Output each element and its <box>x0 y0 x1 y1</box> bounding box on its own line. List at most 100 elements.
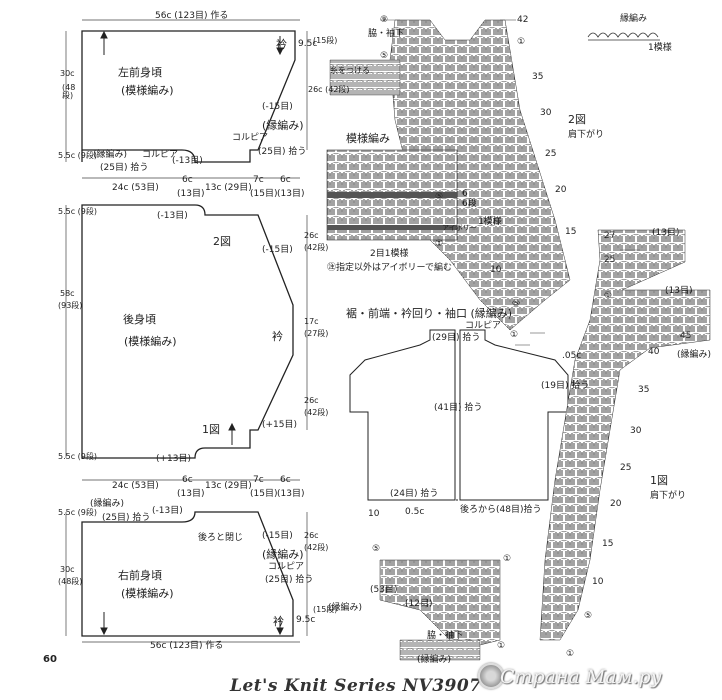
left-front-height-rows: (48段) <box>62 83 76 100</box>
left-front-outline <box>81 30 296 163</box>
rc-label-40: 40 <box>648 347 660 357</box>
width2-b2: (13目) <box>177 489 205 499</box>
back-arrow <box>228 422 236 445</box>
tr-fig2: 2図 <box>568 113 586 126</box>
width1-c: 13c (29目) <box>205 183 252 193</box>
width2-a: 24c (53目) <box>112 481 159 491</box>
right-front-bottom-width: 56c (123目) 作る <box>150 641 224 651</box>
rc-label-20: 20 <box>610 499 622 509</box>
bc-armhole: 脇・袖下 <box>427 631 464 641</box>
left-front-neck-rows: (15段) <box>313 36 338 45</box>
left-front-title: 左前身頃 <box>118 66 162 79</box>
rc-label-45: 45 <box>680 331 692 341</box>
tr-note: ㊟指定以外はアイボリーで編む <box>327 263 453 273</box>
right-front-pattern: (模様編み) <box>121 587 174 600</box>
collar-pick41: (41目) 拾う <box>434 403 483 413</box>
back-neck-c: 17c <box>304 317 319 326</box>
right-front-height-rows: (48段) <box>58 577 83 586</box>
rc-label-35: 35 <box>638 385 650 395</box>
width1-b2: (13目) <box>177 189 205 199</box>
back-dec13: (-13目) <box>157 211 188 221</box>
garment-schematic <box>349 329 569 501</box>
tr-ivory: アイボリー <box>442 224 477 232</box>
right-front-neck-label: 衿 <box>273 615 284 628</box>
right-front-back-close: 後ろと閉じ <box>198 533 244 543</box>
left-front-border-cont: コルピア <box>232 133 269 143</box>
width1-e2: (13目) <box>277 189 305 199</box>
rc-label-15: 15 <box>602 539 614 549</box>
back-title: 後身頃 <box>123 313 156 326</box>
tr-label-10: 10 <box>490 265 502 275</box>
left-front-neck-drop: 9.5c <box>298 39 318 49</box>
right-front-arrows <box>100 612 284 636</box>
width1-d2: (15目) <box>250 189 278 199</box>
tr-legend-6: 6 <box>462 189 468 199</box>
back-dec15: (-15目) <box>262 245 293 255</box>
right-front-top-rows: 5.5c (9段) <box>58 508 97 517</box>
right-front-border-cont: コルピア <box>268 562 305 572</box>
stitch-chart-bottom <box>379 559 501 661</box>
right-front-side-c: 26c <box>304 531 319 540</box>
tr-label-20: 20 <box>555 185 567 195</box>
right-front-neck-rows: (15段) <box>313 605 338 614</box>
back-dimensions <box>65 205 308 481</box>
right-front-border: (縁編み) <box>90 499 125 509</box>
left-front-shoulder: 26c (42段) <box>308 85 350 94</box>
tr-attach-yarn: 糸をつける <box>330 66 370 75</box>
back-inc15: (+15目) <box>262 420 298 430</box>
back-inc13: (+13目) <box>156 454 192 464</box>
left-front-arrows <box>100 30 284 56</box>
left-front-neck-label: 衿 <box>276 38 287 51</box>
tr-repeat-2: 2目1模様 <box>370 249 409 259</box>
rc-label-10: 10 <box>592 577 604 587</box>
width2-b: 6c <box>182 475 193 485</box>
rc-shoulder-down: 肩下がり <box>650 491 687 501</box>
left-front-top-width: 56c (123目) 作る <box>155 11 229 21</box>
tr-border-edge: 縁編み <box>620 14 648 24</box>
bc-label-5: ⑤ <box>372 544 381 554</box>
back-height: 58c <box>60 289 75 298</box>
page-number: 60 <box>43 654 57 665</box>
left-front-bottom-cont: コルピア <box>142 150 179 160</box>
watermark-text: Страна Мам.ру <box>500 666 662 688</box>
bc-label-12: (12目) <box>405 599 433 609</box>
rc-label-1b: ① <box>566 649 575 659</box>
bc-border2: (縁編み) <box>417 655 452 665</box>
right-front-height: 30c <box>60 565 75 574</box>
right-front-neck-drop: 9.5c <box>296 615 316 625</box>
tr-row-6: 6段 <box>462 199 477 209</box>
left-front-height-c: 30c <box>60 69 75 78</box>
width2-d2: (15目) <box>250 489 278 499</box>
tr-shoulder-down: 肩下がり <box>568 130 605 140</box>
right-front-dec15: (-15目) <box>262 531 293 541</box>
back-top-rows: 5.5c (9段) <box>58 207 97 216</box>
width2-c: 13c (29目) <box>205 481 252 491</box>
rc-border: (縁編み) <box>677 350 712 360</box>
back-outline <box>81 204 294 459</box>
pattern-sample-block <box>326 149 458 241</box>
back-height-rows: (93段) <box>58 301 83 310</box>
collar-sleeve05: .05c <box>562 351 582 361</box>
right-front-border-pick: (25目) 拾う <box>102 513 151 523</box>
left-front-dec13: (-13目) <box>172 156 203 166</box>
rc-label-25: 25 <box>604 255 616 265</box>
bc-label-10: 10 <box>368 509 380 519</box>
right-front-title: 右前身頃 <box>118 569 162 582</box>
right-front-border2: (縁編み) <box>262 548 304 561</box>
tr-label-1: ① <box>517 37 526 47</box>
tr-label-15: 15 <box>565 227 577 237</box>
collar-title: 裾・前端・衿回り・袖口 (縁編み) <box>346 307 513 320</box>
left-front-side-rows: 5.5c (9段) <box>58 151 97 160</box>
back-bottom-rows: 5.5c (9段) <box>58 452 97 461</box>
left-front-dec15: (-15目) <box>262 102 293 112</box>
back-side-height: 26c <box>304 396 319 405</box>
rc-label-13a: (13目) <box>652 228 680 238</box>
collar-pick19: (19目) 拾う <box>541 381 590 391</box>
left-front-pattern: (模様編み) <box>121 84 174 97</box>
tr-label-25: 25 <box>545 149 557 159</box>
width2-e2: (13目) <box>277 489 305 499</box>
tr-label-1b: ① <box>510 330 519 340</box>
left-front-dimensions <box>65 19 308 179</box>
watermark-logo-icon <box>478 663 504 689</box>
